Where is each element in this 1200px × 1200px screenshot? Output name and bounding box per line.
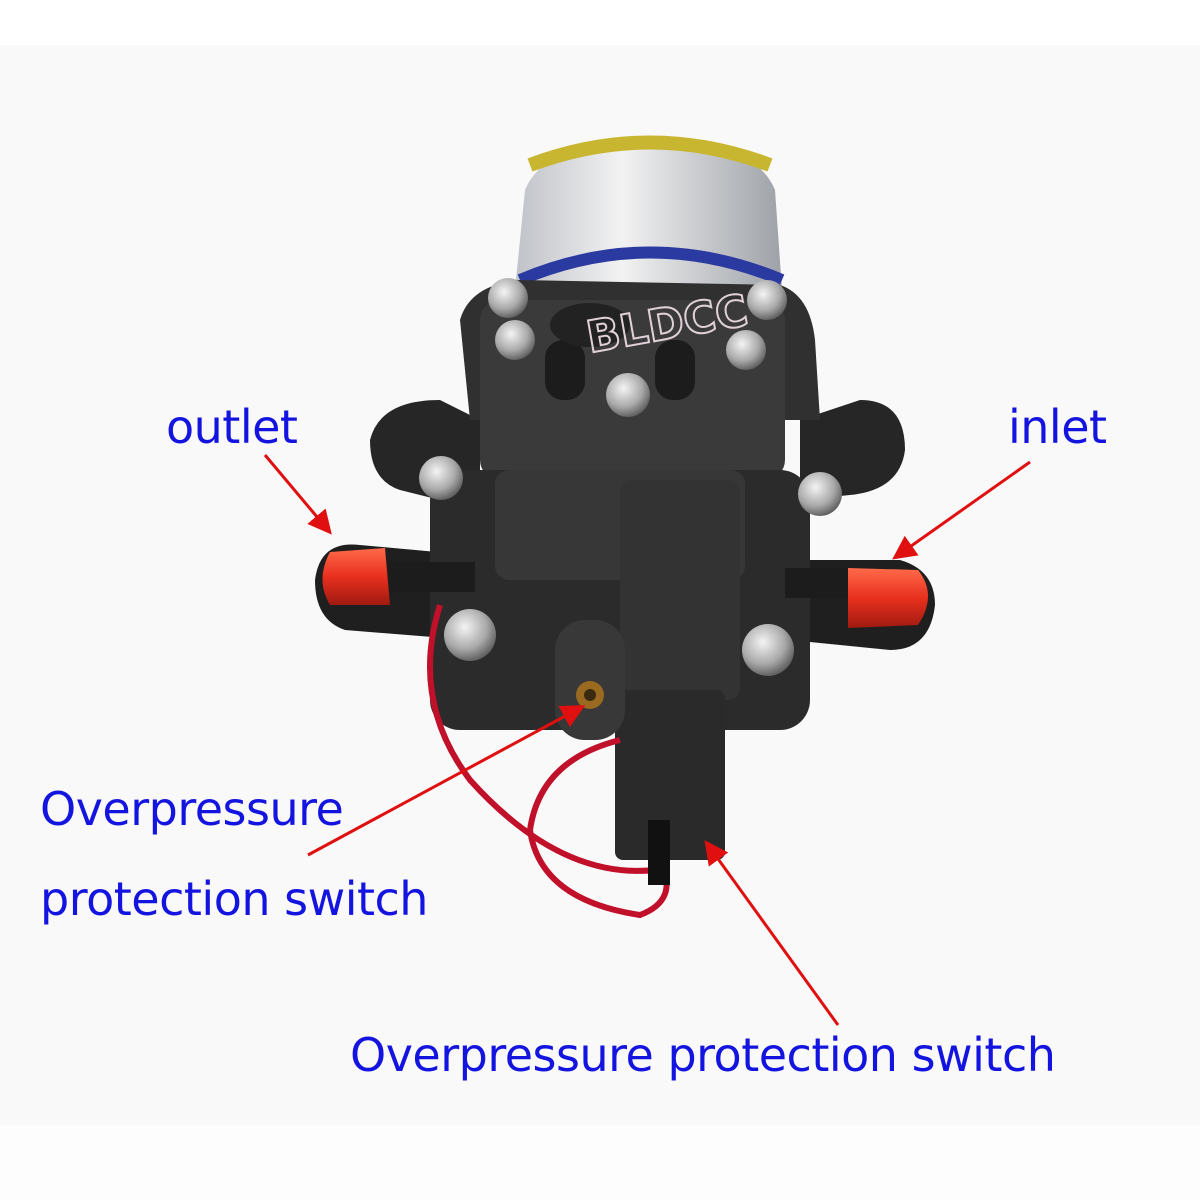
switch-bottom-arrow — [704, 840, 840, 1026]
switch-connector — [648, 820, 670, 885]
inlet-port — [785, 568, 928, 628]
outlet-port — [322, 548, 475, 605]
switch-left-label-line1: Overpressure — [40, 782, 344, 836]
pump-head — [430, 280, 820, 860]
inlet-arrow — [892, 460, 1031, 560]
motor-can — [515, 135, 785, 290]
switch-left-arrow — [307, 705, 586, 857]
switch-bottom-label: Overpressure protection switch — [350, 1028, 1056, 1082]
screws — [419, 278, 842, 676]
outlet-label: outlet — [166, 400, 298, 454]
red-wire — [427, 604, 670, 919]
inlet-label: inlet — [1008, 400, 1107, 454]
switch-left-label-line2: protection switch — [40, 872, 428, 926]
outlet-arrow — [263, 454, 332, 535]
